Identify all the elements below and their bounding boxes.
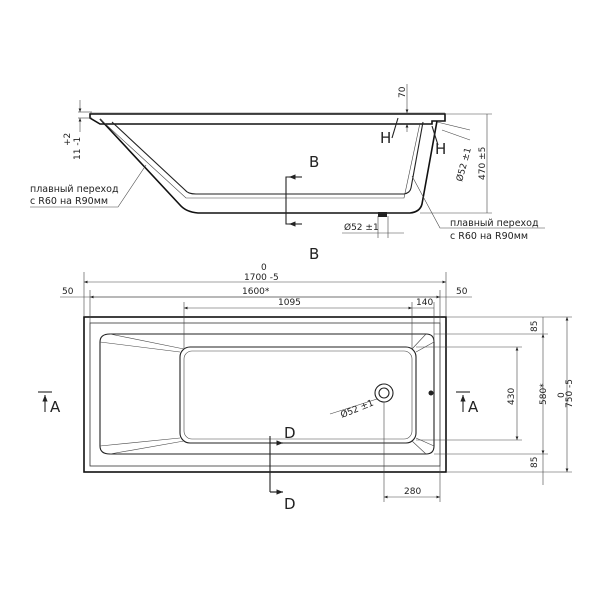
section-b-bottom: B — [309, 245, 319, 263]
dim-1700-label: 1700 -5 — [244, 273, 279, 283]
left-note-line1: плавный переход — [30, 184, 119, 195]
section-a-right: A — [468, 398, 479, 416]
tolerance-bottom-label: 11 -1 — [73, 137, 83, 160]
dim-52-label: Ø52 ±1 — [339, 398, 375, 421]
h-marker-2: H — [435, 140, 446, 158]
dim-430-label: 430 — [507, 388, 517, 405]
plan-overflow — [428, 390, 434, 396]
section-a-left: A — [50, 398, 61, 416]
plan-drain — [374, 383, 394, 403]
side-view: +2 11 -1 плавный переход с R60 на R90мм … — [30, 84, 545, 263]
section-d-bottom: D — [284, 495, 296, 513]
dim-0-top: 0 — [261, 263, 267, 273]
dim-140-label: 140 — [416, 298, 433, 308]
plan-view: 0 1700 -5 50 1600* 50 1095 140 0 750 -5 … — [38, 263, 575, 513]
right-note-line1: плавный переход — [450, 218, 539, 229]
dim-580-label: 580* — [539, 383, 549, 405]
dim-1095-label: 1095 — [278, 298, 301, 308]
plan-floor — [179, 346, 417, 444]
dim-52-bottom-label: Ø52 ±1 — [344, 222, 379, 233]
tolerance-top-label: +2 — [63, 133, 73, 146]
h-marker-1: H — [380, 129, 391, 147]
section-b-top: B — [309, 153, 319, 171]
dim-52-top-label: Ø52 ±1 — [454, 146, 474, 182]
dim-50-left: 50 — [62, 287, 74, 297]
tub-inner-edge — [99, 118, 421, 199]
dim-85-bottom: 85 — [530, 457, 540, 468]
tub-rim-outline — [89, 113, 446, 125]
dim-470-label: 470 ±5 — [478, 147, 488, 180]
tub-body-outline — [99, 118, 438, 214]
plan-inner-rim — [89, 322, 441, 467]
dim-70-label: 70 — [398, 86, 408, 98]
dim-50-right: 50 — [456, 287, 468, 297]
drain-outlet — [378, 212, 387, 217]
right-note-line2: с R60 на R90мм — [450, 231, 528, 242]
dim-85-top: 85 — [530, 321, 540, 332]
plan-outer-rim — [83, 316, 447, 473]
dim-750-label: 750 -5 — [565, 379, 575, 408]
tub-inner-line — [111, 121, 424, 195]
dim-280-label: 280 — [404, 487, 421, 497]
dim-1600-label: 1600* — [242, 287, 270, 297]
dim-0-right: 0 — [557, 392, 567, 398]
left-note-line2: с R60 на R90мм — [30, 196, 108, 207]
section-d-top: D — [284, 424, 296, 442]
